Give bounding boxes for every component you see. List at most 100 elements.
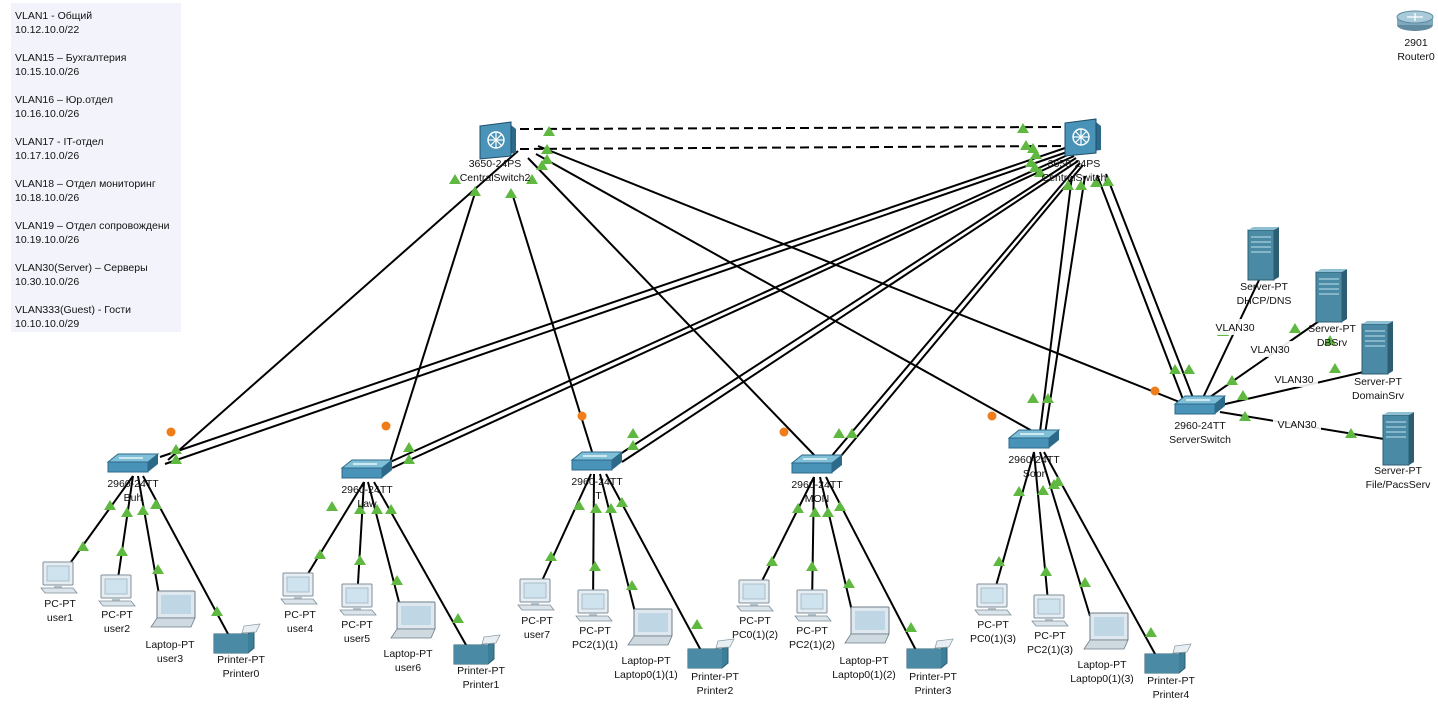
device-model-label: Printer-PT: [217, 654, 265, 666]
link-up-indicator: [627, 428, 639, 438]
copper-cable: [389, 192, 476, 463]
printer-icon[interactable]: [906, 638, 954, 669]
device-name-label: user4: [287, 623, 313, 635]
laptop-icon[interactable]: [150, 590, 196, 628]
copper-cable: [537, 145, 1183, 404]
switch-icon[interactable]: [340, 459, 394, 479]
vlan-note-network: 10.10.10.0/29: [15, 318, 80, 330]
device-name-label: Printer4: [1153, 689, 1190, 701]
switch-icon[interactable]: [106, 453, 160, 473]
device-model-label: 3650-24PS: [1048, 158, 1101, 170]
link-up-indicator: [391, 575, 403, 585]
device-model-label: 2960-24TT: [1008, 454, 1060, 466]
pc-icon[interactable]: [794, 589, 832, 622]
switch-icon[interactable]: [1173, 395, 1227, 415]
link-up-indicator: [1027, 393, 1039, 403]
link-up-indicator: [449, 174, 461, 184]
pc-icon[interactable]: [339, 583, 377, 616]
link-up-indicator: [121, 507, 133, 517]
pc-icon[interactable]: [98, 574, 136, 607]
pc-icon[interactable]: [974, 583, 1012, 616]
link-up-indicator: [541, 144, 553, 154]
vlan-note-name: VLAN18 – Отдел мониторинг: [15, 178, 156, 190]
copper-cable: [592, 473, 595, 607]
device-model-label: PC-PT: [341, 619, 373, 631]
laptop-icon[interactable]: [627, 608, 673, 646]
device-name-label: PC2(1)(3): [1027, 644, 1073, 656]
server-icon[interactable]: [1382, 412, 1414, 466]
pc-icon[interactable]: [1031, 594, 1069, 627]
server-icon[interactable]: [1361, 321, 1393, 375]
l3switch-icon[interactable]: [1064, 118, 1101, 157]
link-up-indicator: [1020, 140, 1032, 150]
device-name-label: PC2(1)(1): [572, 639, 618, 651]
device-name-label: CentralSwitch2: [460, 172, 531, 184]
switch-icon[interactable]: [570, 451, 624, 471]
copper-cable: [535, 153, 1035, 433]
pc-icon[interactable]: [575, 589, 613, 622]
laptop-icon[interactable]: [1083, 612, 1129, 650]
svg-text:VLAN30: VLAN30: [1250, 344, 1289, 356]
device-model-label: Printer-PT: [909, 671, 957, 683]
link-up-indicator: [314, 549, 326, 559]
switch-icon[interactable]: [1007, 429, 1061, 449]
link-up-indicator: [691, 619, 703, 629]
pc-icon[interactable]: [280, 572, 318, 605]
server-icon[interactable]: [1247, 227, 1279, 281]
device-name-label: DHCP/DNS: [1237, 295, 1292, 307]
device-name-label: user2: [104, 623, 130, 635]
device-name-label: Printer2: [697, 685, 734, 697]
device-model-label: PC-PT: [1034, 630, 1066, 642]
router-icon[interactable]: [1396, 10, 1434, 31]
vlan-notes-panel[interactable]: VLAN1 - Общий 10.12.10.0/22 VLAN15 – Бух…: [11, 3, 181, 332]
server-icon[interactable]: [1315, 269, 1347, 323]
link-up-indicator: [385, 504, 397, 514]
pc-icon[interactable]: [517, 578, 555, 611]
l3switch-icon[interactable]: [479, 121, 516, 160]
link-up-indicator: [627, 440, 639, 450]
svg-text:VLAN30: VLAN30: [1277, 419, 1316, 431]
printer-icon[interactable]: [213, 623, 261, 654]
laptop-icon[interactable]: [844, 606, 890, 644]
link-blocked-indicator: [987, 411, 997, 421]
link-up-indicator: [1329, 363, 1341, 373]
link-up-indicator: [834, 501, 846, 511]
copper-cable: [1199, 277, 1261, 405]
pc-icon[interactable]: [736, 579, 774, 612]
link-up-indicator: [1062, 180, 1074, 190]
device-name-label: File/PacsServ: [1366, 479, 1432, 491]
link-up-indicator: [792, 503, 804, 513]
link-up-indicator: [104, 500, 116, 510]
device-name-label: ServerSwitch: [1169, 434, 1231, 446]
printer-icon[interactable]: [453, 634, 501, 665]
vlan-note-network: 10.19.10.0/26: [15, 234, 80, 246]
device-model-label: Server-PT: [1308, 323, 1356, 335]
link-label: VLAN30: [1246, 341, 1294, 357]
device-name-label: MON: [805, 493, 830, 505]
device-name-label: DBSrv: [1317, 337, 1348, 349]
link-blocked-indicator: [1150, 386, 1160, 396]
device-name-label: Printer3: [915, 685, 952, 697]
device-name-label: Laptop0(1)(1): [614, 669, 678, 681]
device-name-label: IT: [592, 490, 602, 502]
copper-cable: [829, 162, 1081, 459]
device-model-label: Laptop-PT: [383, 648, 433, 660]
switch-icon[interactable]: [790, 454, 844, 474]
copper-cable: [297, 481, 365, 591]
vlan-note-name: VLAN15 – Бухгалтерия: [15, 52, 127, 64]
link-up-indicator: [806, 561, 818, 571]
device-model-label: Laptop-PT: [839, 655, 889, 667]
copper-cable: [387, 152, 1073, 464]
devices-layer: [40, 10, 1434, 674]
pc-icon[interactable]: [40, 561, 78, 594]
link-up-indicator: [1090, 177, 1102, 187]
vlan-note-name: VLAN16 – Юр.отдел: [15, 94, 113, 106]
printer-icon[interactable]: [1144, 643, 1192, 674]
link-blocked-indicator: [166, 427, 176, 437]
printer-icon[interactable]: [687, 638, 735, 669]
link-up-indicator: [1237, 390, 1249, 400]
link-up-indicator: [541, 154, 553, 164]
device-model-label: Printer-PT: [1147, 675, 1195, 687]
laptop-icon[interactable]: [390, 601, 436, 639]
